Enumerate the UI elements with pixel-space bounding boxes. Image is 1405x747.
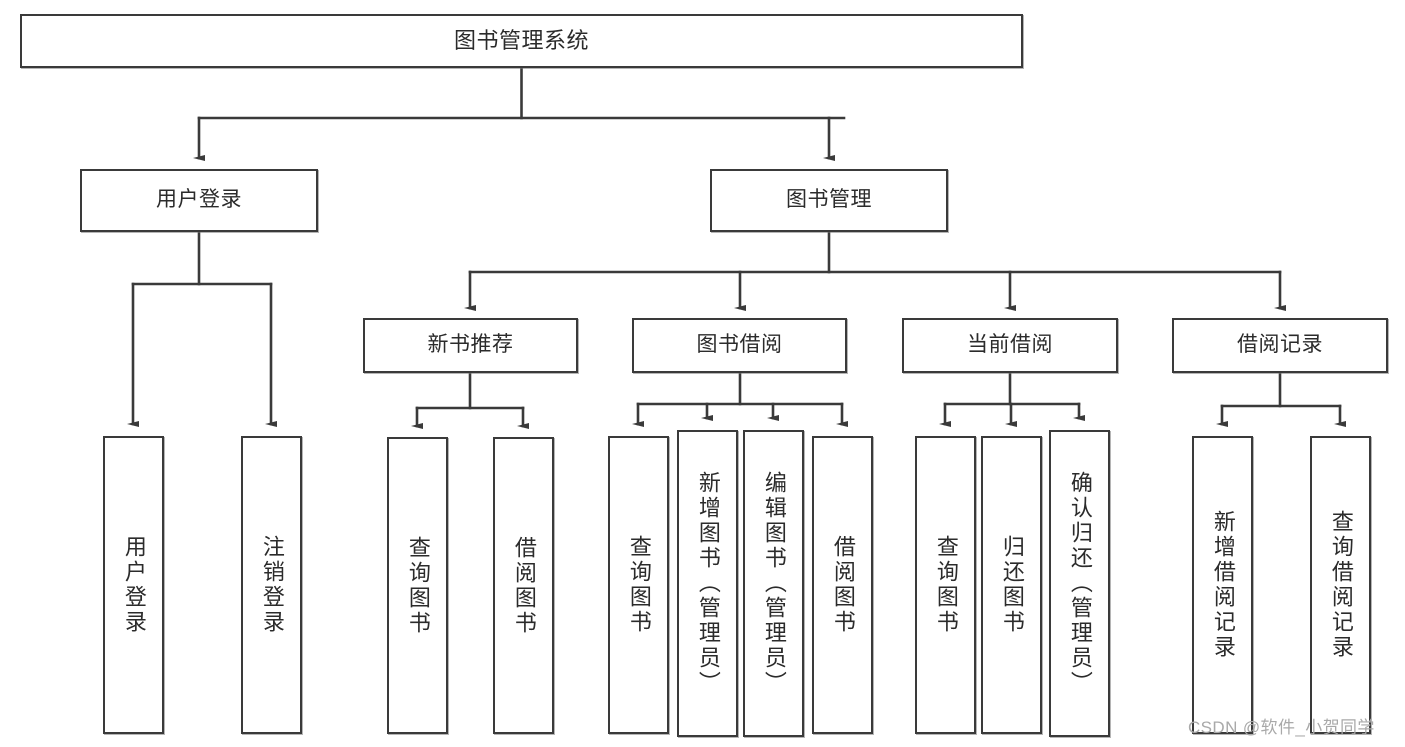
node-leaf-query-book-2[interactable]: 查询图书 (608, 436, 669, 734)
node-label: 借阅图书 (830, 535, 856, 635)
node-label: 新增借阅记录 (1210, 510, 1236, 660)
node-leaf-query-book-3[interactable]: 查询图书 (915, 436, 976, 734)
node-leaf-logout-login[interactable]: 注销登录 (241, 436, 302, 734)
node-leaf-add-record[interactable]: 新增借阅记录 (1192, 436, 1253, 734)
node-current-borrow[interactable]: 当前借阅 (902, 318, 1118, 373)
node-label: 借阅图书 (511, 535, 537, 636)
node-label: 查询图书 (405, 535, 431, 636)
node-label: 新增图书（管理员） (695, 471, 721, 696)
node-leaf-user-login[interactable]: 用户登录 (103, 436, 164, 734)
node-label: 新书推荐 (427, 333, 514, 357)
node-label: 查询图书 (933, 535, 959, 635)
node-label: 查询借阅记录 (1328, 510, 1354, 660)
node-label: 确认归还（管理员） (1067, 471, 1093, 696)
node-label: 当前借阅 (967, 333, 1053, 357)
csdn-watermark: CSDN @软件_小贺同学 (1188, 718, 1375, 737)
node-root-system[interactable]: 图书管理系统 (20, 14, 1023, 68)
node-leaf-edit-book[interactable]: 编辑图书（管理员） (743, 430, 804, 737)
node-leaf-borrow-book-2[interactable]: 借阅图书 (812, 436, 873, 734)
node-label: 图书管理 (786, 188, 872, 212)
node-new-book-recommend[interactable]: 新书推荐 (363, 318, 578, 373)
node-leaf-return-book[interactable]: 归还图书 (981, 436, 1042, 734)
node-leaf-confirm-return[interactable]: 确认归还（管理员） (1049, 430, 1110, 737)
node-leaf-query-record[interactable]: 查询借阅记录 (1310, 436, 1371, 734)
node-leaf-query-book-1[interactable]: 查询图书 (387, 437, 448, 734)
node-label: 借阅记录 (1237, 333, 1323, 357)
node-borrow-record[interactable]: 借阅记录 (1172, 318, 1388, 373)
node-user-login[interactable]: 用户登录 (80, 169, 318, 232)
node-label: 编辑图书（管理员） (761, 471, 787, 696)
node-label: 图书管理系统 (453, 28, 589, 54)
node-book-manage[interactable]: 图书管理 (710, 169, 948, 232)
node-label: 注销登录 (259, 535, 285, 635)
node-label: 归还图书 (999, 535, 1025, 635)
node-label: 查询图书 (626, 535, 652, 635)
node-label: 用户登录 (121, 535, 147, 635)
node-leaf-borrow-book-1[interactable]: 借阅图书 (493, 437, 554, 734)
node-book-borrow[interactable]: 图书借阅 (632, 318, 847, 373)
node-label: 图书借阅 (696, 333, 783, 357)
node-leaf-add-book[interactable]: 新增图书（管理员） (677, 430, 738, 737)
node-label: 用户登录 (156, 188, 242, 212)
